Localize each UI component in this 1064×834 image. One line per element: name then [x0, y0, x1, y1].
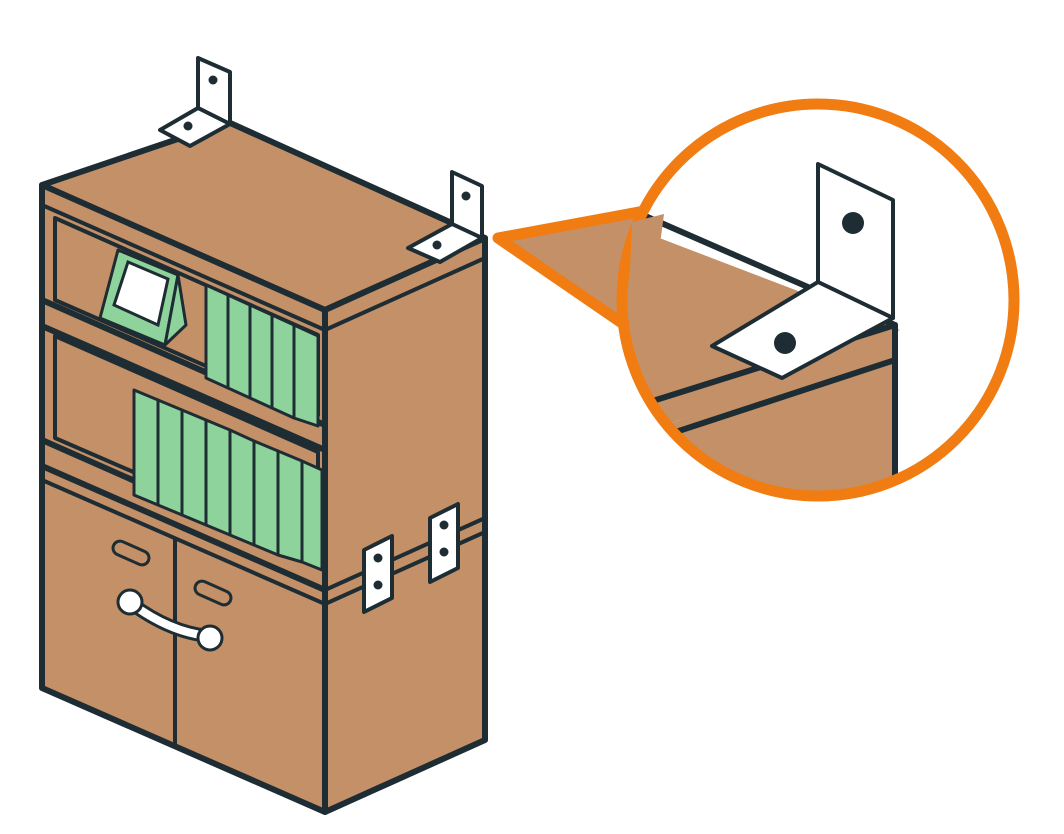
lower-books [132, 388, 324, 572]
l-bracket-top-right [406, 170, 484, 264]
zoom-callout [492, 98, 1020, 502]
upper-books [204, 283, 320, 428]
cabinet-doors [111, 538, 233, 748]
flat-bracket-side-right [428, 502, 460, 584]
door-slot-right [193, 579, 233, 607]
magnified-l-bracket [710, 162, 895, 380]
callout-lens-border [616, 98, 1020, 502]
door-handle [116, 588, 224, 652]
bookcase [39, 56, 488, 815]
l-bracket-top-left [158, 56, 232, 148]
picture-frame [98, 248, 188, 347]
flat-bracket-side-left [362, 534, 394, 614]
door-slot-left [111, 539, 151, 567]
cabinet-side [322, 235, 488, 815]
